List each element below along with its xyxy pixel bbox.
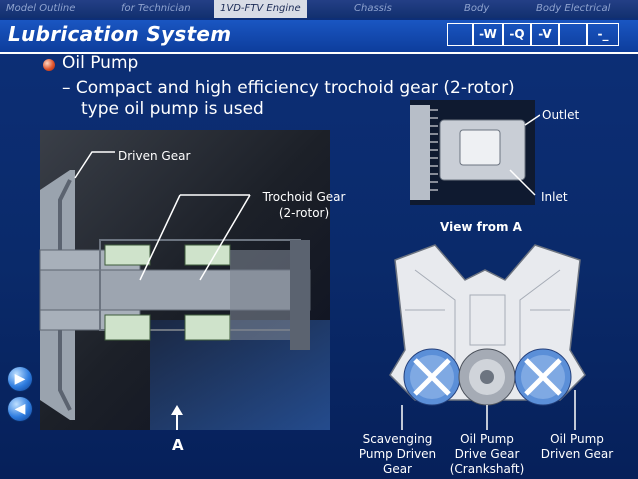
prev-slide-button[interactable]: ◀	[8, 397, 32, 421]
model-code-boxes: -W -Q -V -_	[447, 23, 619, 46]
label-scavenging-gear: Scavenging Pump Driven Gear	[350, 432, 445, 477]
label-drive-line-2: Drive Gear	[454, 447, 520, 461]
label-drive-line-3: (Crankshaft)	[449, 462, 525, 476]
tab-chassis[interactable]: Chassis	[354, 3, 392, 14]
tab-body-electrical[interactable]: Body Electrical	[536, 3, 611, 14]
page-title: Lubrication System	[8, 22, 232, 46]
label-trochoid-gear-sub: (2-rotor)	[278, 206, 330, 220]
code-box-w[interactable]: -W	[473, 23, 503, 46]
sub-bullet-line-2: type oil pump is used	[81, 99, 264, 119]
code-box-v[interactable]: -V	[531, 23, 559, 46]
label-scavenging-line-3: Gear	[383, 462, 412, 476]
label-scavenging-line-2: Pump Driven	[358, 447, 437, 461]
code-box-blank-2[interactable]	[559, 23, 587, 46]
code-box-q[interactable]: -Q	[503, 23, 531, 46]
tab-for-technician[interactable]: for Technician	[121, 3, 191, 14]
label-drive-line-1: Oil Pump	[460, 432, 514, 446]
next-slide-button[interactable]: ▶	[8, 367, 32, 391]
code-box-blank-1[interactable]	[447, 23, 473, 46]
label-oil-pump-drive-gear: Oil Pump Drive Gear (Crankshaft)	[442, 432, 532, 477]
arrow-right-icon: ▶	[14, 371, 26, 387]
label-driven-gear: Driven Gear	[118, 149, 191, 163]
pump-view-diagram	[410, 100, 540, 205]
label-oil-pump-driven-gear: Oil Pump Driven Gear	[532, 432, 622, 462]
arrow-left-icon: ◀	[14, 401, 26, 417]
tab-body[interactable]: Body	[464, 3, 490, 14]
label-outlet: Outlet	[542, 108, 580, 122]
sub-bullet-line-1: – Compact and high efficiency trochoid g…	[62, 78, 515, 98]
top-nav: Model Outline for Technician 1VD-FTV Eng…	[0, 0, 638, 18]
bullet-icon	[43, 59, 55, 71]
label-driven-line-1: Oil Pump	[550, 432, 604, 446]
label-view-from-a: View from A	[440, 220, 522, 234]
label-trochoid-gear: Trochoid Gear	[262, 190, 346, 204]
header-bar: Lubrication System -W -Q -V -_	[0, 20, 638, 54]
tab-1vd-ftv-engine[interactable]: 1VD-FTV Engine	[214, 0, 307, 18]
oil-pump-cross-section-diagram	[39, 130, 330, 430]
label-scavenging-line-1: Scavenging	[362, 432, 433, 446]
bullet-oil-pump: Oil Pump	[62, 53, 139, 73]
tab-model-outline[interactable]: Model Outline	[6, 3, 76, 14]
label-a-marker: A	[172, 436, 184, 454]
engine-block-diagram	[389, 244, 586, 430]
label-driven-line-2: Driven Gear	[540, 447, 614, 461]
label-inlet: Inlet	[541, 190, 568, 204]
code-box-underscore[interactable]: -_	[587, 23, 619, 46]
